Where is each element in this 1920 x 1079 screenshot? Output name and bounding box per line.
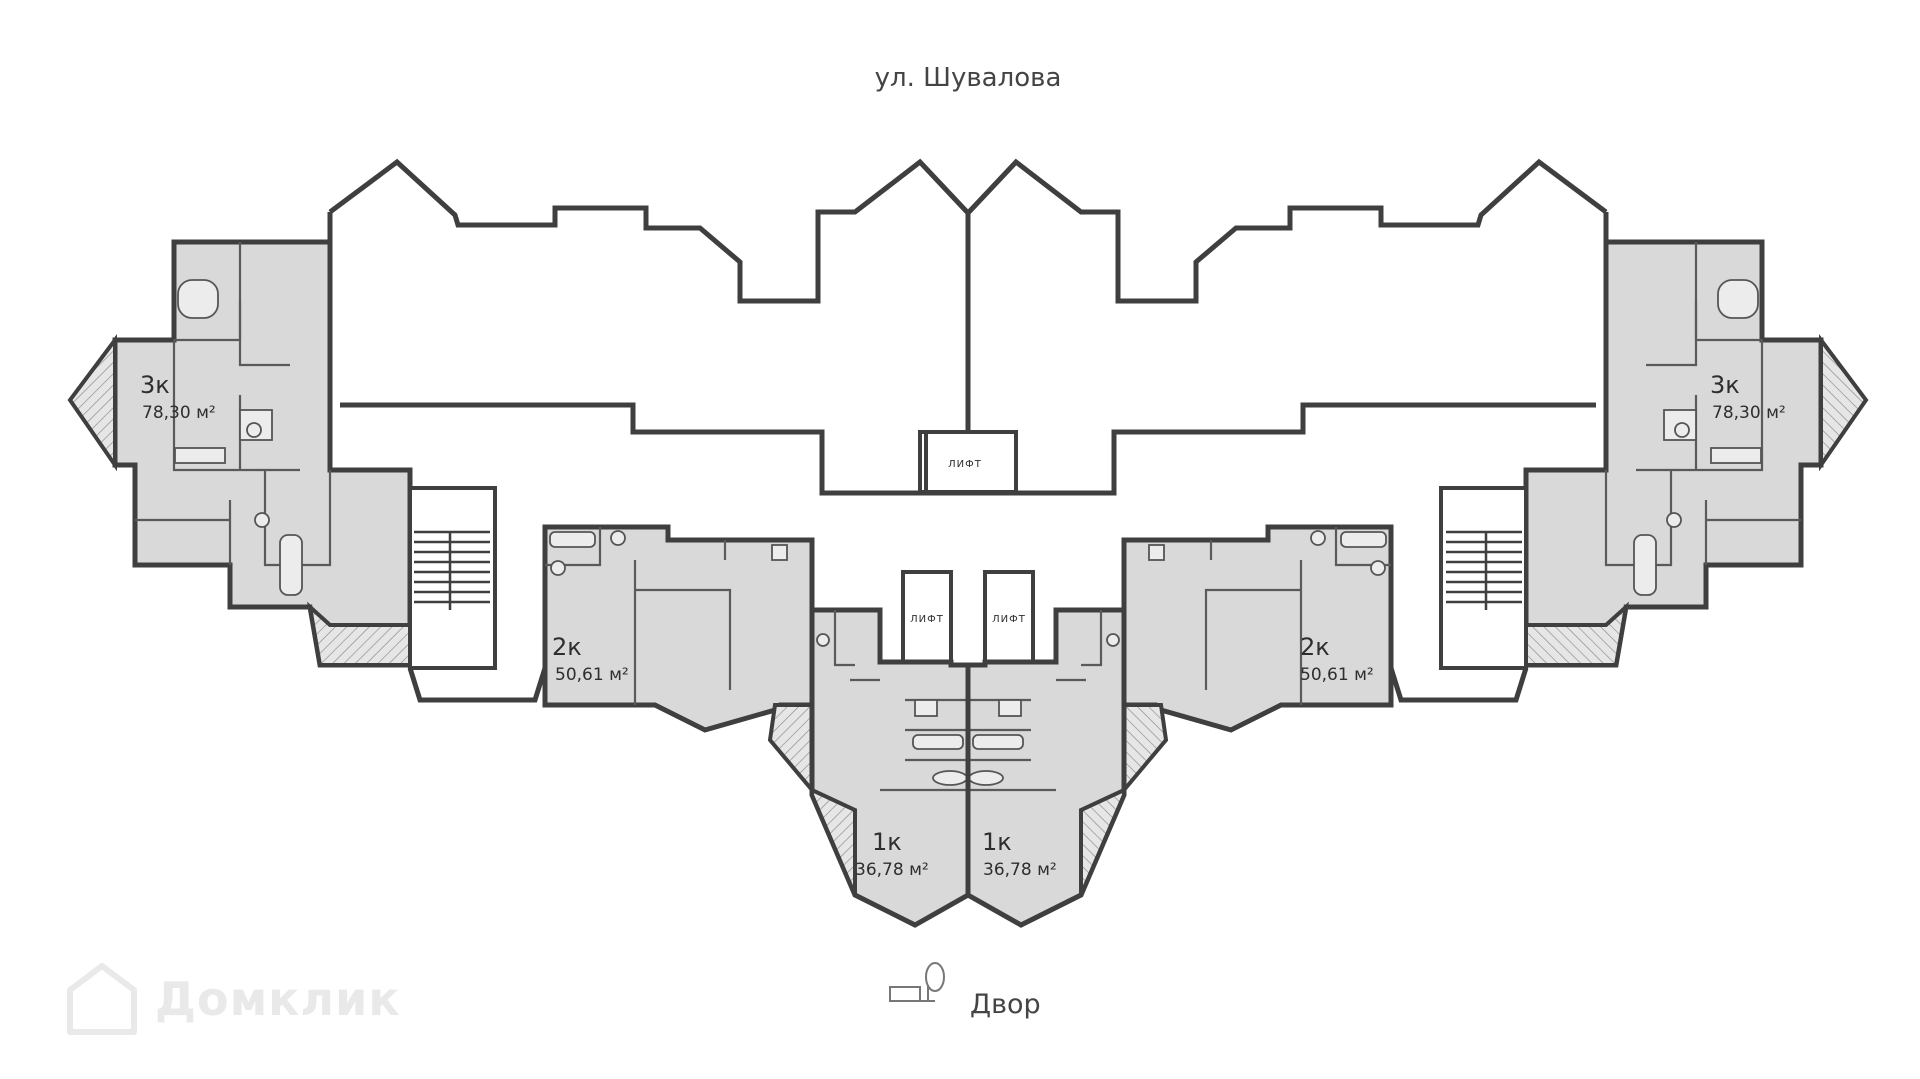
- apt-2k-left-rooms: 2к: [552, 633, 582, 661]
- watermark-text: Домклик: [155, 972, 401, 1026]
- lift-label-right: ЛИФТ: [992, 614, 1026, 625]
- apt-1k-left-area: 36,78 м²: [855, 860, 929, 880]
- apt-2k-right-area: 50,61 м²: [1300, 665, 1374, 685]
- apt-1k-right-rooms: 1к: [982, 828, 1012, 856]
- street-label: ул. Шувалова: [875, 63, 1062, 93]
- apt-2k-right-rooms: 2к: [1300, 633, 1330, 661]
- floor-plan-left-half: [70, 162, 1010, 925]
- house-logo-icon: [67, 963, 137, 1035]
- apt-3k-right-area: 78,30 м²: [1712, 403, 1786, 423]
- yard-label: Двор: [970, 989, 1041, 1020]
- apt-3k-left-rooms: 3к: [140, 371, 170, 399]
- lift-label-center: ЛИФТ: [948, 459, 982, 470]
- floor-plan-right-half: [926, 162, 1866, 925]
- apt-1k-right-area: 36,78 м²: [983, 860, 1057, 880]
- apt-2k-left-area: 50,61 м²: [555, 665, 629, 685]
- lift-label-left: ЛИФТ: [910, 614, 944, 625]
- apt-3k-right-rooms: 3к: [1710, 371, 1740, 399]
- apt-1k-left-rooms: 1к: [872, 828, 902, 856]
- park-bench-tree-icon: [889, 962, 945, 1002]
- apt-3k-left-area: 78,30 м²: [142, 403, 216, 423]
